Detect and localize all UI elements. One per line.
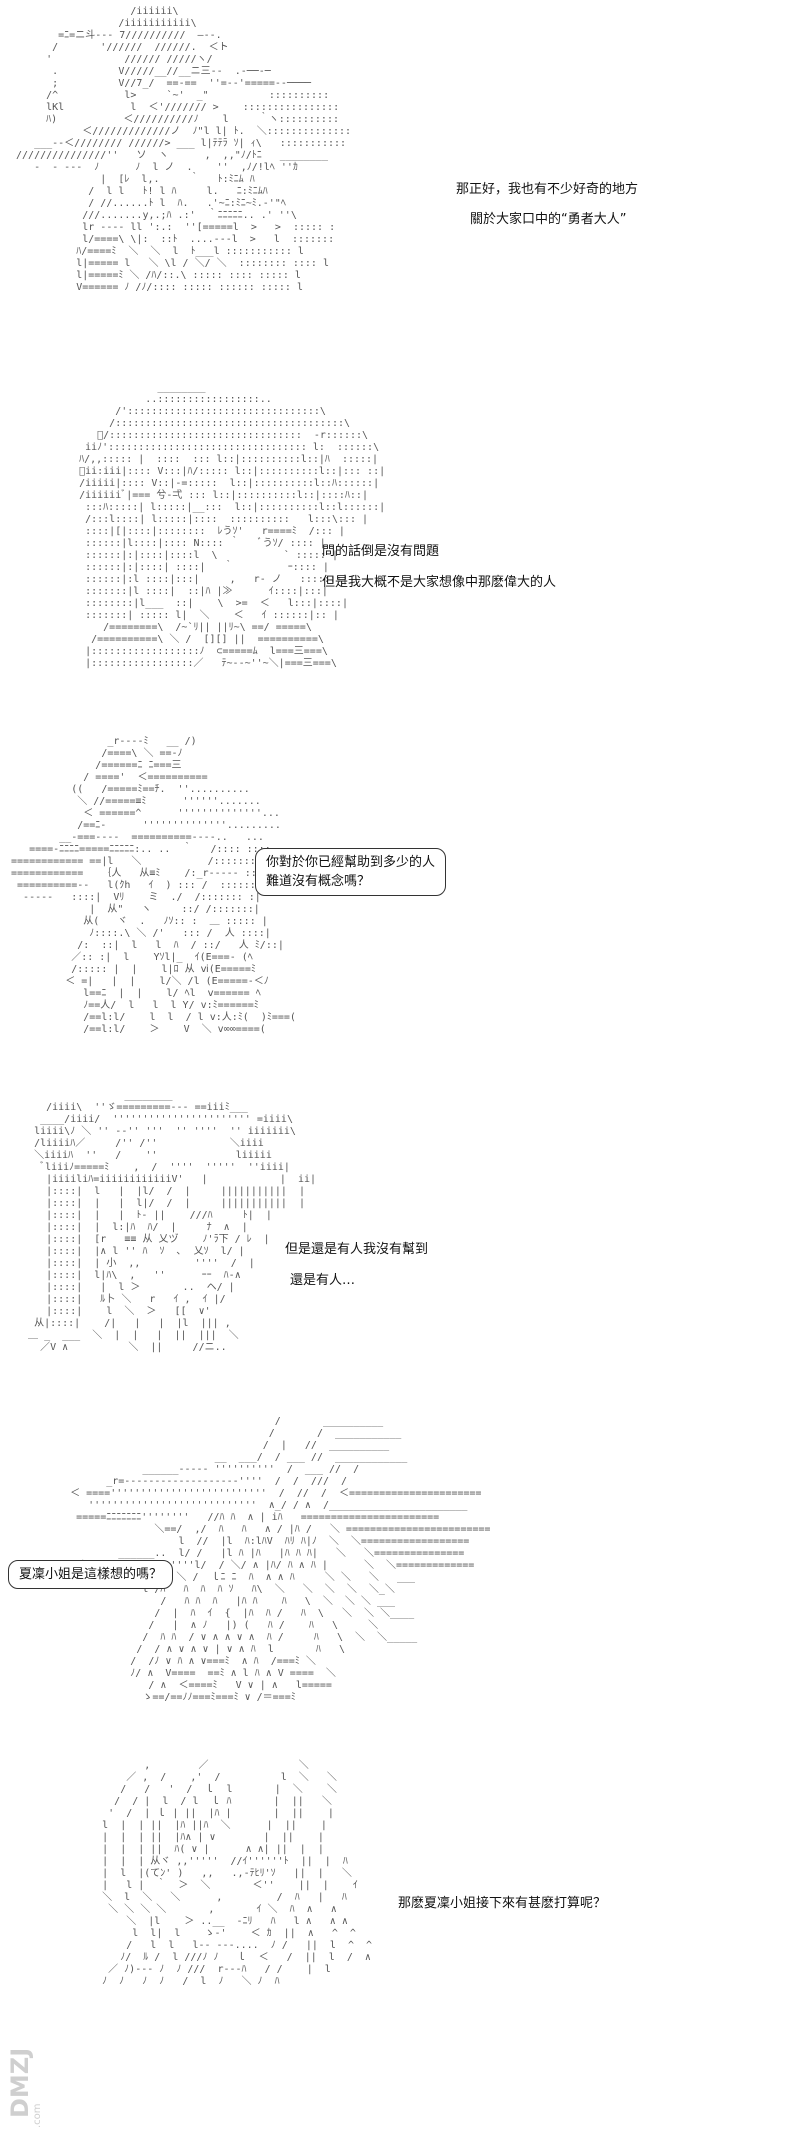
- bubble-line: 夏凜小姐是這樣想的嗎？: [19, 1567, 163, 1582]
- bubble-line: 難道沒有概念嗎？: [266, 874, 371, 889]
- dialog-line: 那麽夏凜小姐接下來有甚麽打算呢？: [398, 1896, 607, 1911]
- speech-bubble: 夏凜小姐是這樣想的嗎？: [8, 1560, 174, 1589]
- ascii-art-girl-glasses: ________ ..:::::::::::::::::.. /':::::::…: [73, 382, 386, 669]
- watermark-text: DMZJ: [6, 2047, 34, 2118]
- dialog-line: 但是還是有人我沒有幫到: [285, 1242, 429, 1257]
- panel-6: , ／ ＼ ／ , / ,' / l ＼ ＼ / / ' / ｌ l | ＼ ＼…: [0, 1760, 800, 2131]
- dialog-line: 那正好，我也有不少好奇的地方: [456, 182, 639, 197]
- panel-5: / __________ / / ___________ / | // ____…: [0, 1410, 800, 1740]
- dialog-line: 但是我大概不是大家想像中那麽偉大的人: [322, 575, 557, 590]
- watermark-logo: DMZJ .com: [4, 2030, 44, 2130]
- dialog-line: 問的話倒是沒有問題: [322, 544, 440, 559]
- panel-4: ________ /iiii\ ''ゞ=========--- ==iiiﾐ__…: [0, 1090, 800, 1410]
- panel-2: ________ ..:::::::::::::::::.. /':::::::…: [0, 370, 800, 730]
- ascii-art-girl-headband: ________ /iiii\ ''ゞ=========--- ==iiiﾐ__…: [28, 1090, 317, 1353]
- dialog-line: 關於大家口中的“勇者大人”: [470, 212, 627, 227]
- speech-bubble: 你對於你已經幫助到多少的人 難道沒有概念嗎？: [255, 848, 447, 896]
- dialog-line: 還是有人…: [290, 1273, 356, 1288]
- ascii-art-girl-long-hair: , ／ ＼ ／ , / ,' / l ＼ ＼ / / ' / ｌ l | ＼ ＼…: [102, 1760, 373, 1987]
- ascii-art-winged-figure: / __________ / / ___________ / | // ____…: [70, 1416, 491, 1703]
- ascii-art-hero-hat: /iiiiii\ /iiiiiiiiiii\ =ﾆ=ニ斗--- 7///////…: [16, 6, 352, 293]
- bubble-line: 你對於你已經幫助到多少的人: [266, 855, 436, 870]
- panel-1: /iiiiii\ /iiiiiiiiiii\ =ﾆ=ニ斗--- 7///////…: [0, 0, 800, 340]
- ascii-art-girl-horns: _r----ﾐ __ /) /====\ ＼ ==-ﾉ /======ﾆ ﾆ==…: [11, 736, 296, 1035]
- watermark-site: .com: [32, 2103, 43, 2128]
- panel-3: _r----ﾐ __ /) /====\ ＼ ==-ﾉ /======ﾆ ﾆ==…: [0, 730, 800, 1060]
